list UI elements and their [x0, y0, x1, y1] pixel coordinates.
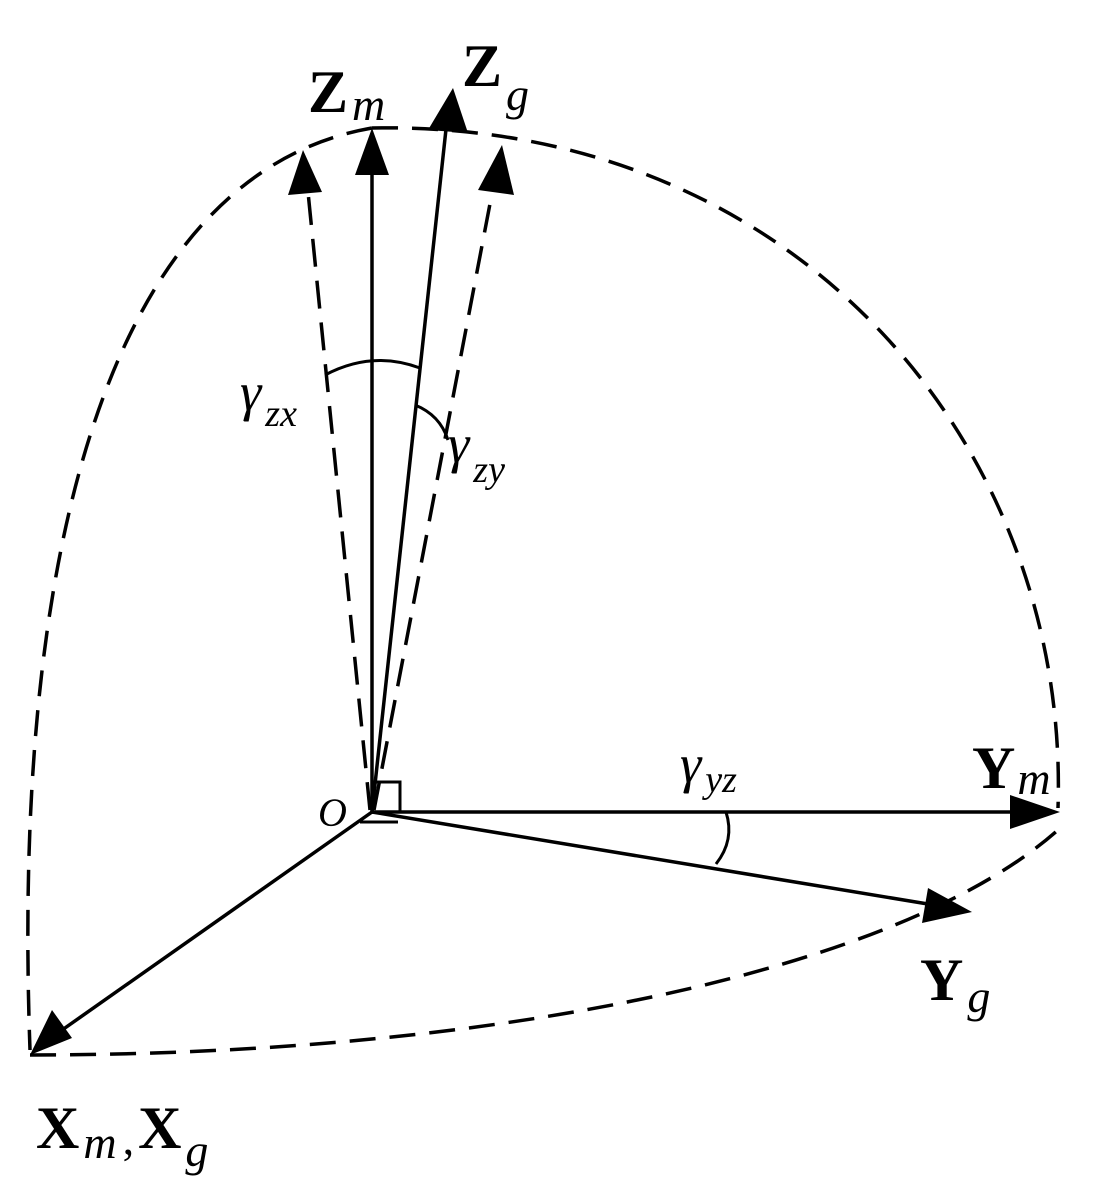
dashed-arc-x-y: [29, 828, 1060, 1057]
dashed-arc-z-x: [26, 126, 373, 1051]
dashed-vector-zy: [372, 161, 500, 811]
zg-axis-arrowhead: [428, 88, 468, 133]
zg-label: Zg: [462, 33, 529, 120]
yg-axis-line: [371, 810, 941, 908]
right-angle-marker: [370, 780, 402, 814]
dashed-vector-zx: [303, 161, 372, 811]
yg-label: Yg: [920, 947, 990, 1022]
zm-axis-arrowhead: [355, 128, 389, 175]
angle-arc-zx: [324, 359, 421, 377]
ym-axis-arrowhead: [1010, 795, 1060, 829]
dashed-vector-zy-arrowhead: [478, 145, 514, 195]
x-axes-label: Xm,Xg: [36, 1095, 208, 1176]
angle-arc-zy: [414, 403, 450, 441]
zm-label: Zm: [308, 59, 385, 130]
ym-label: Ym: [972, 735, 1051, 804]
yg-axis-arrowhead: [922, 888, 972, 923]
origin-label: O: [318, 790, 347, 835]
x-axis-line: [53, 810, 374, 1037]
dashed-vector-zx-arrowhead: [288, 150, 322, 195]
zg-axis-line: [370, 119, 449, 813]
angle-arc-yz: [714, 811, 731, 865]
dashed-arc-z-y: [371, 126, 1061, 809]
x-axis-arrowhead: [30, 1010, 72, 1055]
